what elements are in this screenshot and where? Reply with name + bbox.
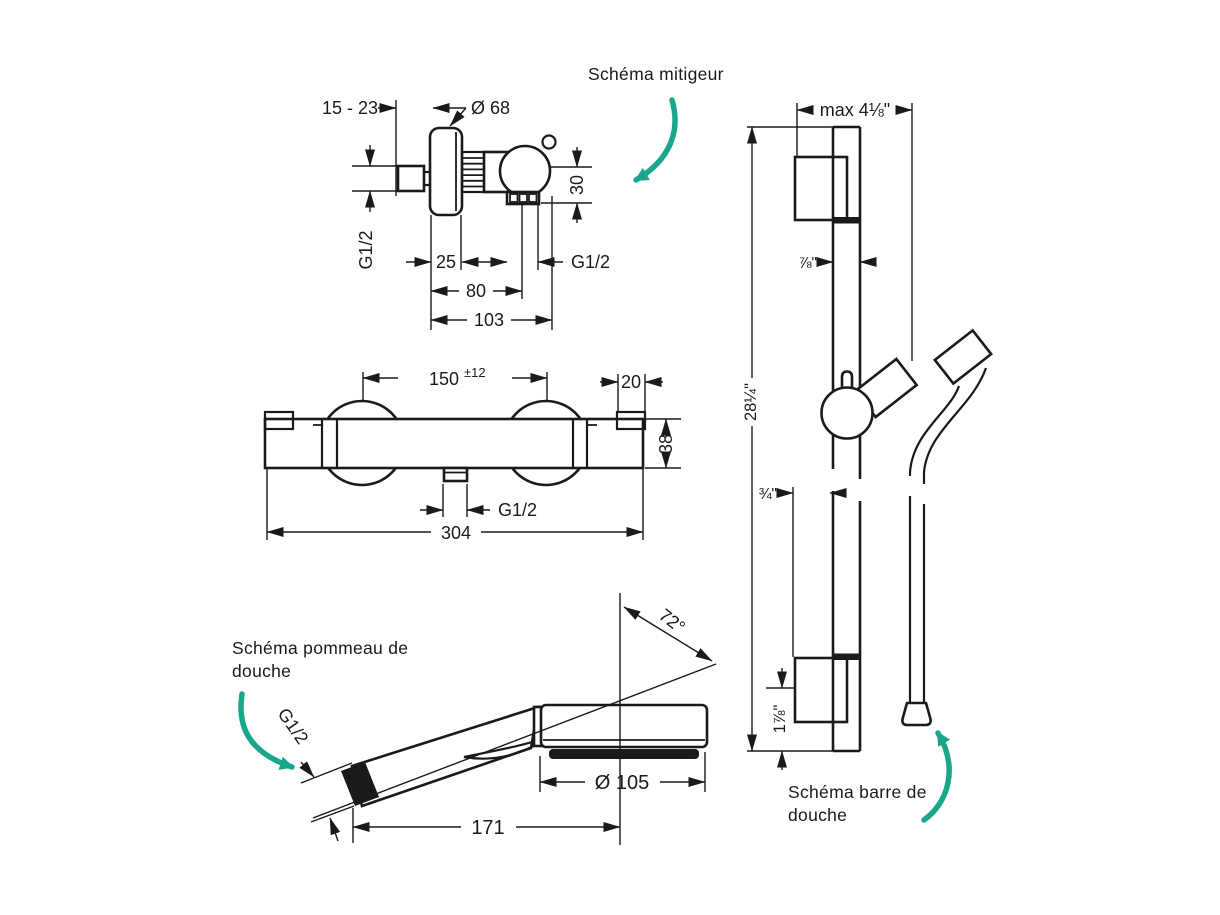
dim-thermostat-total-width: 304 xyxy=(441,523,471,543)
dim-mixer-outlet-thread: G1/2 xyxy=(571,252,610,272)
dim-thermostat-outlet-thread: G1/2 xyxy=(498,500,537,520)
dim-slidebar-bottom-offset: 1⅞" xyxy=(771,704,789,733)
dim-handshower-inlet-thread: G1/2 xyxy=(274,704,313,747)
slidebar-slider-knob xyxy=(820,386,874,440)
dim-slidebar-height: 28¼" xyxy=(742,383,760,421)
handshower-caption-line1: Schéma pommeau de xyxy=(232,638,408,658)
slidebar-top-bracket xyxy=(793,155,849,222)
thermostat-left-connector xyxy=(263,410,295,431)
handshower-diagram: G1/2 171 Ø 105 72° Schéma pommeau de dou… xyxy=(232,593,717,845)
thermostat-outlet xyxy=(442,466,469,483)
shower-hose xyxy=(908,367,988,702)
slidebar-caption-line1: Schéma barre de xyxy=(788,782,927,802)
thermostat-right-connector xyxy=(615,410,647,431)
mixer-caption: Schéma mitigeur xyxy=(588,64,724,84)
thermostat-diagram: 150 ±12 20 38 G1/2 304 xyxy=(263,365,681,543)
dim-mixer-escutcheon-diameter: Ø 68 xyxy=(471,98,510,118)
dim-handshower-spray-angle: 72° xyxy=(655,605,689,638)
mixer-outlet xyxy=(505,190,541,206)
mixer-diagram: 15 - 23 Ø 68 G1/2 30 25 G1/2 80 103 xyxy=(322,64,724,330)
slidebar-pointer-arrow-icon xyxy=(921,730,952,823)
dim-mixer-total-depth: 103 xyxy=(474,310,504,330)
dim-slidebar-diameter: ⅞" xyxy=(799,255,817,272)
hose-end-fitting xyxy=(901,701,932,727)
dim-handshower-length: 171 xyxy=(471,817,504,839)
mixer-inlet-pipe xyxy=(396,164,426,193)
mixer-pointer-arrow-icon xyxy=(633,97,678,183)
dim-slidebar-max-width: max 4⅛" xyxy=(820,100,890,120)
handshower-grip xyxy=(341,762,379,806)
dim-mixer-escutcheon-depth: 25 xyxy=(436,252,456,272)
dim-slidebar-wall-offset: ¾" xyxy=(759,486,777,503)
mixer-thread-ribs xyxy=(462,157,484,188)
dim-thermostat-body-height: 38 xyxy=(656,434,676,454)
slidebar-diagram: max 4⅛" 28¼" ⅞" ¾" 1⅞" Schéma barre de d… xyxy=(742,100,993,825)
dim-thermostat-center-distance: 150 xyxy=(429,369,459,389)
handshower-caption-line2: douche xyxy=(232,661,291,681)
slidebar-caption-line2: douche xyxy=(788,805,847,825)
dim-thermostat-end-offset: 20 xyxy=(621,372,641,392)
dim-thermostat-center-tolerance: ±12 xyxy=(464,365,486,380)
hose-top-fitting xyxy=(933,328,993,386)
mixer-escutcheon xyxy=(428,126,464,217)
mixer-handle-hook xyxy=(541,134,557,150)
mixer-handle-knob xyxy=(498,144,552,198)
handshower-axis-line xyxy=(312,663,717,819)
handshower-handle xyxy=(350,705,540,808)
dim-mixer-center-depth: 80 xyxy=(466,281,486,301)
dim-mixer-wall-distance: 15 - 23 xyxy=(322,98,378,118)
handshower-pointer-arrow-icon xyxy=(238,691,295,770)
dim-mixer-outlet-drop: 30 xyxy=(567,175,587,195)
slidebar-bottom-bracket xyxy=(793,656,849,724)
dim-handshower-head-diameter: Ø 105 xyxy=(595,772,649,794)
dim-mixer-inlet-thread: G1/2 xyxy=(356,230,376,269)
thermostat-body xyxy=(263,417,645,470)
handshower-spray-face xyxy=(549,749,699,759)
